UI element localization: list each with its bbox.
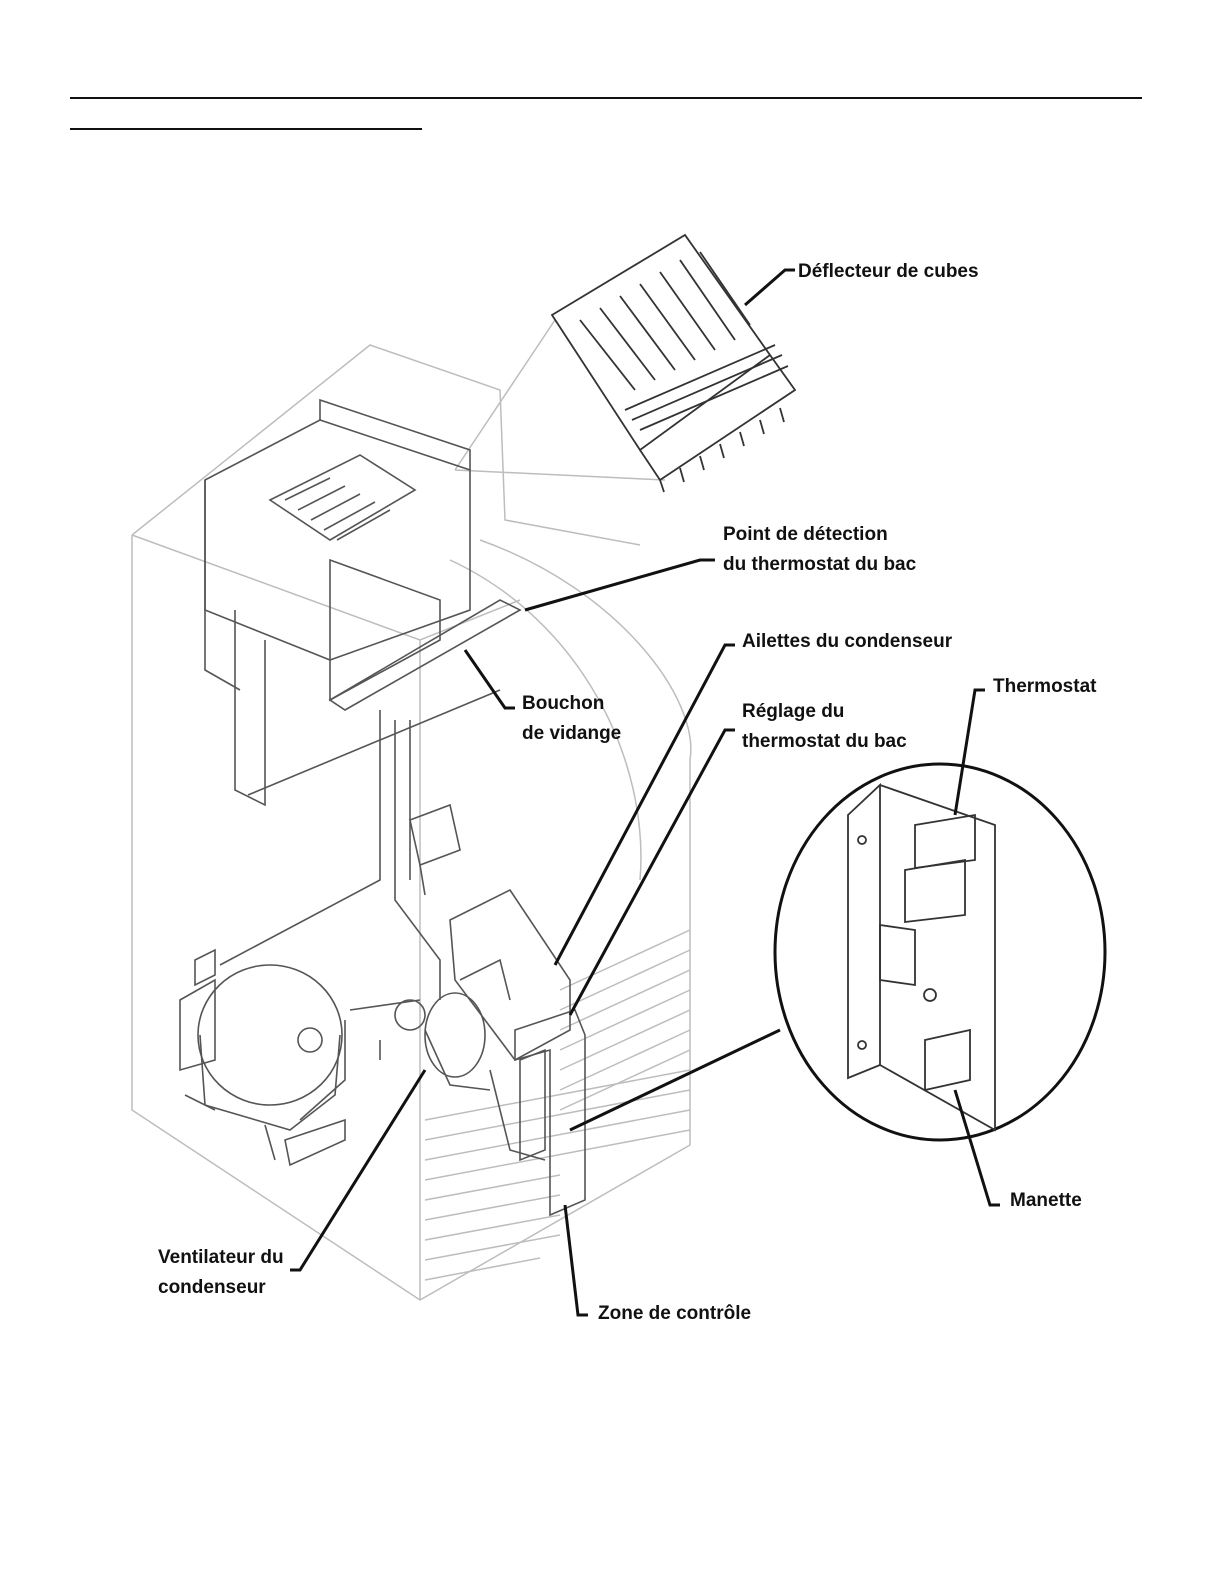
- refrigerant-tubing: [220, 710, 440, 1120]
- label-drain-plug: Bouchon de vidange: [522, 689, 621, 749]
- thermostat-board: [848, 785, 995, 1130]
- cabinet-outline: [132, 320, 691, 1300]
- label-thermostat: Thermostat: [993, 672, 1096, 702]
- label-sensing-point: Point de détection du thermostat du bac: [723, 520, 916, 580]
- leader-control-box-detail: [570, 1030, 780, 1130]
- leader-thermostat-adjust: [570, 730, 735, 1015]
- leader-control-zone: [565, 1205, 588, 1315]
- leader-condenser-fan: [290, 1070, 425, 1270]
- label-cube-deflector: Déflecteur de cubes: [798, 257, 979, 287]
- icemaker-assembly: [205, 400, 520, 805]
- leader-drain-plug: [465, 650, 515, 708]
- compressor: [180, 950, 345, 1165]
- leader-deflector: [745, 270, 795, 305]
- water-valve: [410, 805, 460, 895]
- label-condenser-fan: Ventilateur du condenseur: [158, 1243, 284, 1303]
- cube-deflector-part: [552, 235, 795, 492]
- label-condenser-fins: Ailettes du condenseur: [742, 627, 952, 657]
- label-control-zone: Zone de contrôle: [598, 1299, 751, 1329]
- label-knob: Manette: [1010, 1186, 1082, 1216]
- leader-knob: [955, 1090, 1000, 1205]
- condenser-fan-assembly: [395, 890, 570, 1160]
- leader-thermostat: [955, 690, 985, 815]
- label-thermostat-adjust: Réglage du thermostat du bac: [742, 697, 907, 757]
- leader-sensing-point: [525, 560, 715, 610]
